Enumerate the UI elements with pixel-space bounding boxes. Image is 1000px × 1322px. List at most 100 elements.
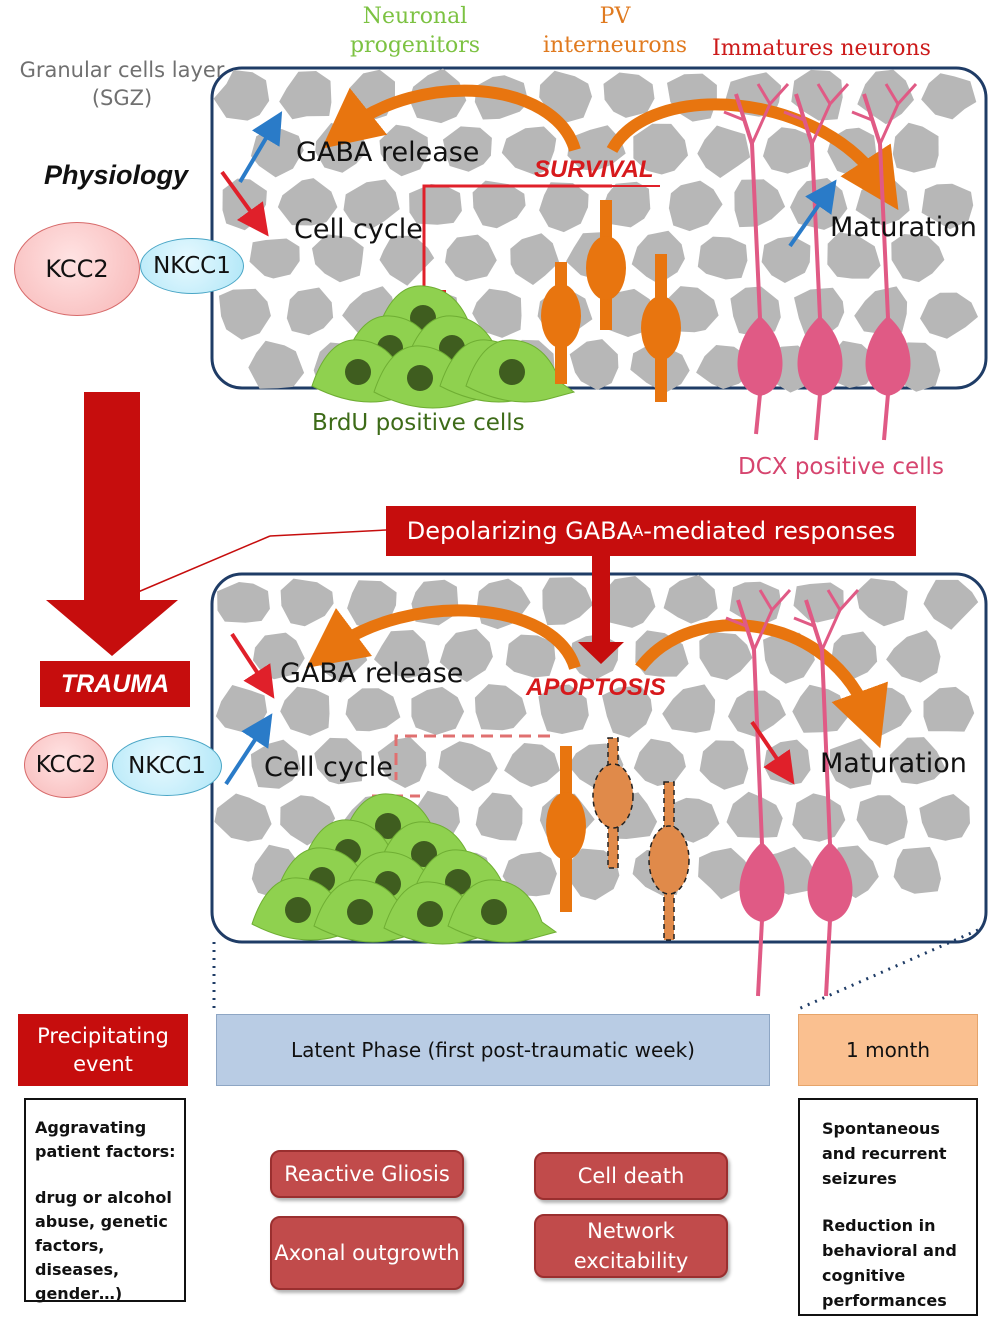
granule-cell bbox=[919, 794, 970, 841]
network-excitability-label: Network excitability bbox=[573, 1219, 689, 1273]
granule-cell bbox=[439, 628, 493, 683]
granule-cell bbox=[829, 738, 875, 789]
maturation-label: Maturation bbox=[830, 212, 977, 243]
reduction-text: Reduction in behavioral and cognitive pe… bbox=[822, 1216, 957, 1310]
axonal-outgrowth-pill: Axonal outgrowth bbox=[270, 1216, 464, 1290]
pv-interneurons-label: PV interneurons bbox=[542, 4, 688, 58]
trauma-label: TRAUMA bbox=[60, 669, 170, 698]
aggravating-factors-box: Aggravating patient factors: drug or alc… bbox=[24, 1098, 186, 1303]
granule-cell bbox=[603, 72, 655, 118]
maturation-increase-arrow bbox=[788, 179, 837, 248]
kcc2-transporter: KCC2 bbox=[14, 222, 140, 316]
granule-cell bbox=[734, 179, 786, 228]
pv-interneuron bbox=[586, 200, 626, 330]
cell-cycle-label: Cell cycle bbox=[264, 752, 393, 783]
granule-cell bbox=[280, 686, 330, 736]
granule-cell bbox=[542, 577, 594, 626]
granule-cell bbox=[505, 634, 556, 678]
granule-cell bbox=[602, 685, 653, 738]
granule-cell bbox=[569, 339, 619, 390]
granule-cell bbox=[633, 738, 686, 786]
trauma-callout-line bbox=[269, 529, 387, 537]
depolarizing-text-suffix: -mediated responses bbox=[643, 517, 896, 545]
granule-cell bbox=[539, 182, 589, 233]
granule-cell bbox=[472, 180, 526, 229]
granule-cell bbox=[598, 576, 656, 628]
precipitating-event-label: Precipitating event bbox=[37, 1024, 169, 1076]
kcc2-transporter-reduced: KCC2 bbox=[24, 732, 108, 798]
granule-cell bbox=[379, 124, 429, 177]
granule-cell bbox=[343, 179, 400, 230]
apoptosis-label: APOPTOSIS bbox=[526, 674, 666, 701]
granule-cell bbox=[510, 233, 560, 285]
neuronal-progenitors-label: Neuronal progenitors bbox=[349, 4, 481, 58]
gaba-increase-arrow bbox=[238, 111, 283, 184]
trauma-down-arrow bbox=[46, 392, 178, 656]
pv-to-progenitor-arrow bbox=[321, 84, 581, 152]
network-excitability-pill: Network excitability bbox=[534, 1214, 728, 1278]
pv-interneuron bbox=[541, 262, 581, 384]
dcx-label: DCX positive cells bbox=[738, 454, 944, 480]
granule-cell bbox=[891, 234, 945, 283]
pv-interneuron bbox=[641, 254, 681, 402]
dcx-neuron bbox=[725, 588, 792, 997]
pv-to-progenitor-arrow bbox=[305, 604, 581, 671]
granule-cell bbox=[219, 288, 271, 340]
granule-cell bbox=[409, 184, 462, 225]
progenitor-cell bbox=[447, 879, 558, 943]
granule-cell bbox=[249, 238, 300, 279]
granule-cell bbox=[314, 737, 363, 785]
progenitor-cell bbox=[465, 339, 576, 403]
trauma-callout-line bbox=[137, 535, 271, 593]
one-month-label: 1 month bbox=[846, 1038, 930, 1062]
pv-interneuron bbox=[546, 746, 586, 912]
precipitating-event-box: Precipitating event bbox=[18, 1014, 188, 1086]
granule-cell bbox=[502, 851, 557, 897]
gaba-release-label: GABA release bbox=[296, 137, 480, 168]
gaba-release-label: GABA release bbox=[280, 658, 464, 689]
granule-cell bbox=[856, 578, 908, 627]
nkcc1-transporter: NKCC1 bbox=[140, 238, 244, 294]
latent-phase-box: Latent Phase (first post-traumatic week) bbox=[216, 1014, 770, 1086]
dcx-neurons-physiology bbox=[723, 82, 918, 441]
survival-label: SURVIVAL bbox=[534, 156, 654, 183]
immature-neurons-label: Immatures neurons bbox=[712, 36, 931, 61]
dcx-neuron bbox=[851, 82, 918, 441]
granule-cell bbox=[250, 739, 301, 789]
granule-cell bbox=[763, 127, 814, 174]
cell-death-pill: Cell death bbox=[534, 1152, 728, 1200]
brdu-progenitor-cluster bbox=[311, 285, 576, 409]
granule-cell bbox=[475, 792, 523, 841]
granule-cell bbox=[374, 630, 430, 679]
dcx-neurons-trauma bbox=[725, 588, 860, 997]
granule-cell bbox=[697, 236, 748, 280]
granule-cell bbox=[792, 793, 846, 842]
depolarizing-text: Depolarizing GABA bbox=[406, 517, 634, 545]
granule-cell bbox=[662, 684, 716, 733]
axonal-outgrowth-label: Axonal outgrowth bbox=[274, 1241, 460, 1265]
granule-cell bbox=[504, 743, 560, 787]
reactive-gliosis-label: Reactive Gliosis bbox=[284, 1162, 450, 1186]
cell-cycle-increase-arrow bbox=[224, 713, 273, 786]
cell-cycle-label: Cell cycle bbox=[294, 214, 423, 245]
granule-cell bbox=[474, 684, 527, 731]
gaba-decrease-arrow bbox=[230, 632, 275, 699]
granule-cell bbox=[538, 684, 589, 734]
maturation-decrease-arrow bbox=[750, 720, 795, 785]
granule-cell bbox=[699, 632, 753, 681]
granule-cell bbox=[213, 70, 270, 121]
granule-cell bbox=[286, 287, 334, 336]
dcx-neuron bbox=[793, 588, 860, 997]
granule-cell bbox=[697, 125, 751, 178]
reactive-gliosis-pill: Reactive Gliosis bbox=[270, 1150, 464, 1198]
dcx-neuron bbox=[723, 82, 790, 435]
dying-pv-interneuron bbox=[592, 737, 634, 869]
granule-cell bbox=[379, 235, 435, 286]
granule-cell bbox=[663, 574, 718, 624]
granule-cell bbox=[921, 73, 977, 120]
dcx-neuron bbox=[783, 82, 850, 441]
granule-cell bbox=[889, 737, 946, 785]
physiology-label: Physiology bbox=[44, 160, 189, 190]
granule-cell bbox=[892, 122, 939, 173]
aggravating-title: Aggravating patient factors: bbox=[35, 1118, 176, 1161]
